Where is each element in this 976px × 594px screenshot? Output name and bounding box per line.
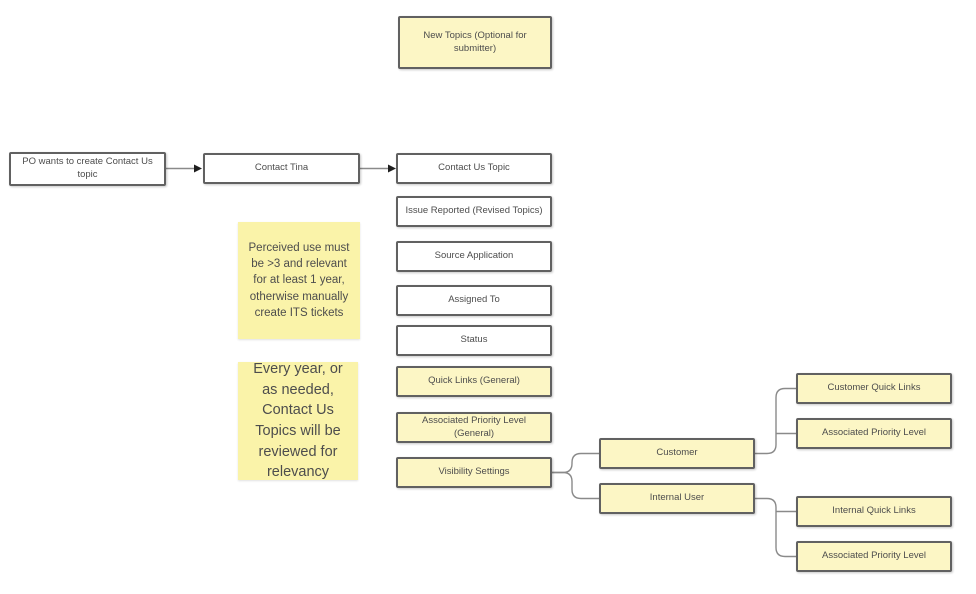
node-customer-quick-links[interactable]: Customer Quick Links (796, 373, 952, 404)
node-contact-tina[interactable]: Contact Tina (203, 153, 360, 184)
node-label: Associated Priority Level (General) (421, 414, 527, 439)
node-internal-quick-links[interactable]: Internal Quick Links (796, 496, 952, 527)
node-label: Quick Links (General) (428, 375, 520, 387)
sticky-note-text: Every year, or as needed, Contact Us Top… (253, 361, 343, 481)
connector-visibility-to-customer (552, 452, 599, 474)
arrowhead-contact-tina (194, 164, 202, 173)
node-associated-priority-general[interactable]: Associated Priority Level (General) (396, 412, 552, 443)
node-label: Customer (656, 447, 698, 459)
node-label: Associated Priority Level (821, 550, 927, 562)
sticky-note-perceived-use[interactable]: Perceived use must be >3 and relevant fo… (238, 222, 360, 339)
node-customer-associated-priority[interactable]: Associated Priority Level (796, 418, 952, 449)
sticky-note-yearly-review[interactable]: Every year, or as needed, Contact Us Top… (238, 361, 358, 481)
node-label: Status (460, 334, 488, 346)
node-issue-reported[interactable]: Issue Reported (Revised Topics) (396, 196, 552, 227)
node-label: Internal Quick Links (832, 505, 916, 517)
connector-customer-to-quick-links (755, 387, 796, 455)
node-label: Issue Reported (Revised Topics) (405, 205, 543, 217)
node-label: PO wants to create Contact Us topic (22, 156, 153, 180)
node-label: Assigned To (448, 294, 500, 306)
node-visibility-settings[interactable]: Visibility Settings (396, 457, 552, 488)
node-new-topics[interactable]: New Topics (Optional for submitter) (398, 16, 552, 69)
node-quick-links-general[interactable]: Quick Links (General) (396, 366, 552, 397)
sticky-note-text: Perceived use must be >3 and relevant fo… (248, 242, 350, 319)
node-customer[interactable]: Customer (599, 438, 755, 469)
connector-internal-to-priority (755, 497, 796, 558)
arrowhead-contact-us-topic (388, 164, 396, 173)
node-label: Contact Us Topic (438, 162, 510, 174)
node-contact-us-topic[interactable]: Contact Us Topic (396, 153, 552, 184)
node-label: Source Application (434, 250, 514, 262)
node-label: Contact Tina (254, 162, 309, 174)
node-label: New Topics (Optional for submitter) (423, 29, 527, 54)
node-label: Visibility Settings (438, 466, 510, 478)
node-label: Internal User (649, 492, 705, 504)
node-source-application[interactable]: Source Application (396, 241, 552, 272)
node-status[interactable]: Status (396, 325, 552, 356)
node-po-wants-topic[interactable]: PO wants to create Contact Us topic (9, 152, 166, 186)
node-internal-associated-priority[interactable]: Associated Priority Level (796, 541, 952, 572)
node-assigned-to[interactable]: Assigned To (396, 285, 552, 316)
node-internal-user[interactable]: Internal User (599, 483, 755, 514)
node-label: Customer Quick Links (827, 382, 921, 394)
connector-visibility-to-internal-user (552, 471, 599, 500)
node-label: Associated Priority Level (821, 427, 927, 439)
